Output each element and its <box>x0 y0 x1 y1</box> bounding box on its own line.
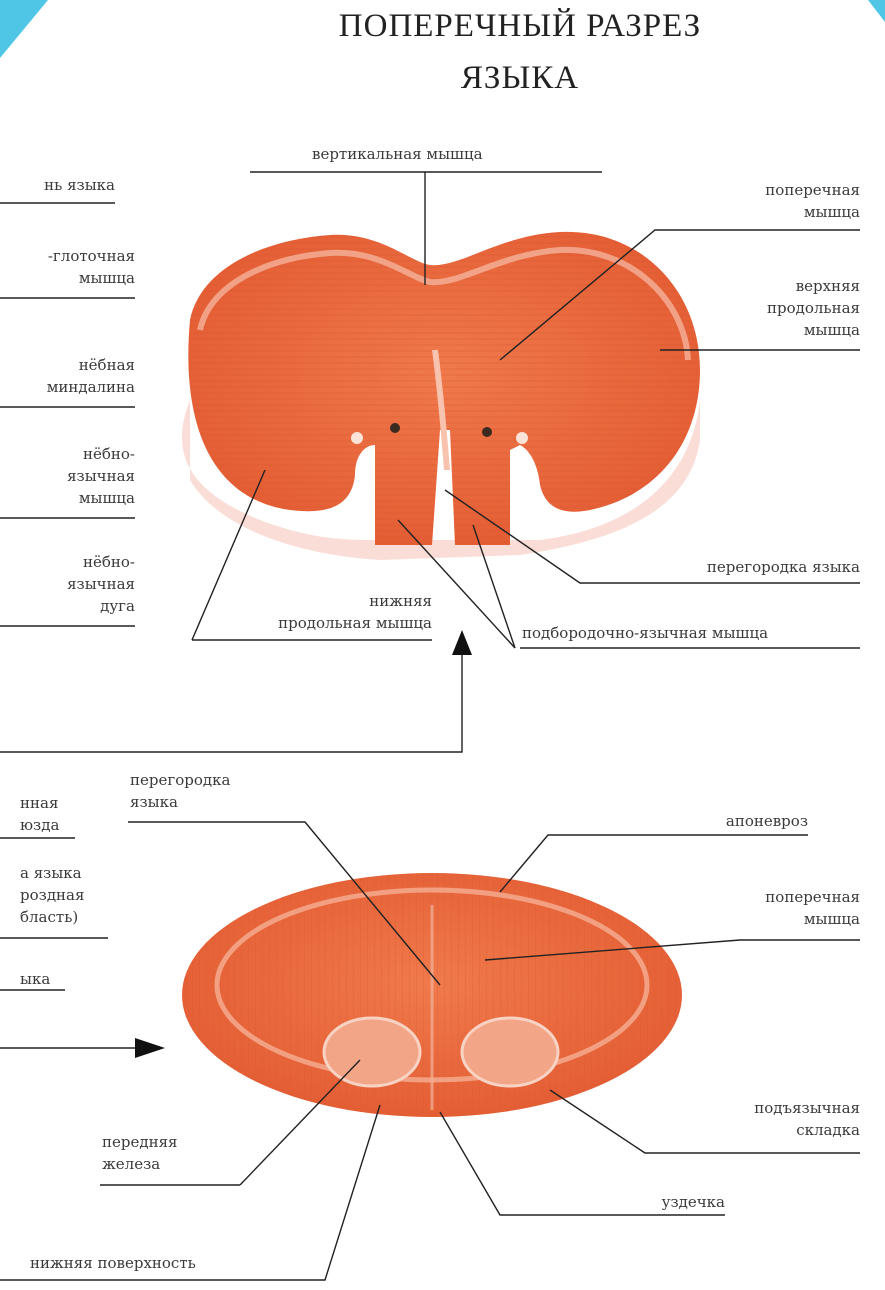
label-transverse-muscle-upper: поперечная мышца <box>690 179 860 223</box>
label-left-partial-3: ыка <box>20 968 50 990</box>
label-tongue-septum-upper: перегородка языка <box>640 556 860 578</box>
label-tongue-septum-lower: перегородка языка <box>130 769 230 813</box>
lower-anterior-gland-right <box>462 1018 558 1086</box>
label-palatoglossus-muscle: нёбно- язычная мышца <box>0 443 135 509</box>
label-tongue-root: нь языка <box>0 174 115 196</box>
lower-anterior-gland-left <box>324 1018 420 1086</box>
label-vertical-muscle: вертикальная мышца <box>312 143 483 165</box>
corner-accent-right <box>868 0 885 22</box>
label-palatoglossal-arch: нёбно- язычная дуга <box>0 551 135 617</box>
upper-tongue-section <box>182 232 700 560</box>
label-transverse-muscle-lower: поперечная мышца <box>690 886 860 930</box>
label-inferior-longitudinal-muscle: нижняя продольная мышца <box>200 590 432 634</box>
label-superior-longitudinal-muscle: верхняя продольная мышца <box>690 275 860 341</box>
lower-tongue-section <box>182 873 682 1117</box>
label-genioglossus-muscle: подбородочно-язычная мышца <box>522 622 768 644</box>
label-sublingual-fold: подъязычная складка <box>680 1097 860 1141</box>
label-pharyngeal-muscle: -глоточная мышца <box>0 245 135 289</box>
lower-arrow-head <box>135 1038 165 1058</box>
label-left-partial-1: нная юзда <box>20 792 59 836</box>
label-left-partial-2: а языка роздная бласть) <box>20 862 84 928</box>
label-anterior-gland: передняя железа <box>102 1131 178 1175</box>
label-palatine-tonsil: нёбная миндалина <box>0 354 135 398</box>
label-frenulum: уздечка <box>600 1191 725 1213</box>
diagram-title-line2: ЯЗЫКА <box>250 60 790 97</box>
corner-accent-left <box>0 0 48 58</box>
diagram-title-line1: ПОПЕРЕЧНЫЙ РАЗРЕЗ <box>250 8 790 45</box>
upper-arrow-head <box>452 630 472 655</box>
label-inferior-surface: нижняя поверхность <box>30 1252 196 1274</box>
label-aponeurosis: апоневроз <box>640 810 808 832</box>
